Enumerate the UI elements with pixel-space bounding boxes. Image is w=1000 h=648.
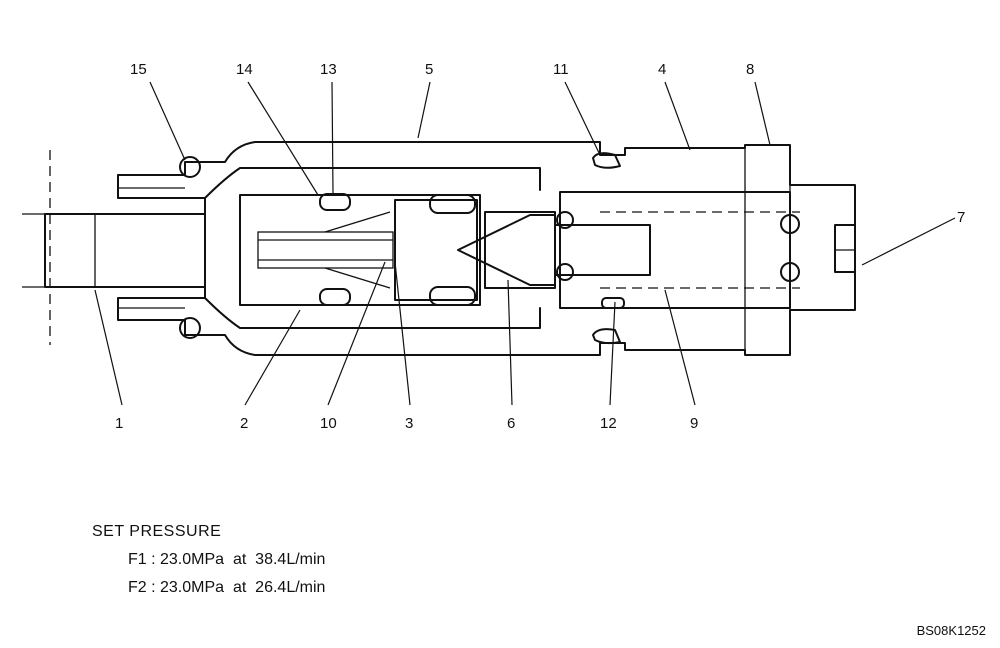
pressure-line-f2: F2 : 23.0MPa at 26.4L/min bbox=[128, 579, 326, 596]
poppet bbox=[457, 214, 556, 286]
callout-3: 3 bbox=[405, 415, 413, 432]
set-pressure-block: SET PRESSURE F1 : 23.0MPa at 38.4L/min F… bbox=[92, 518, 325, 602]
callout-5: 5 bbox=[425, 61, 433, 78]
callout-labels: 15 14 13 5 11 4 8 7 1 2 10 3 6 12 9 bbox=[115, 61, 965, 432]
callout-4: 4 bbox=[658, 61, 666, 78]
spring-chamber bbox=[554, 191, 800, 309]
pressure-line-f1: F1 : 23.0MPa at 38.4L/min bbox=[128, 551, 326, 568]
seals bbox=[179, 152, 800, 345]
centerline bbox=[22, 150, 51, 345]
callout-6: 6 bbox=[507, 415, 515, 432]
callout-12: 12 bbox=[600, 415, 617, 432]
callout-10: 10 bbox=[320, 415, 337, 432]
callout-13: 13 bbox=[320, 61, 337, 78]
inlet-sleeve bbox=[44, 213, 206, 288]
valve-body bbox=[117, 141, 856, 356]
callout-2: 2 bbox=[240, 415, 248, 432]
callout-1: 1 bbox=[115, 415, 123, 432]
set-pressure-title: SET PRESSURE bbox=[92, 523, 222, 540]
callout-14: 14 bbox=[236, 61, 253, 78]
drawing-id: BS08K1252 bbox=[916, 623, 986, 638]
callout-11: 11 bbox=[553, 61, 569, 78]
callout-8: 8 bbox=[746, 61, 754, 78]
callout-9: 9 bbox=[690, 415, 698, 432]
callout-15: 15 bbox=[130, 61, 147, 78]
leader-lines bbox=[94, 81, 956, 406]
callout-7: 7 bbox=[957, 209, 965, 226]
adjust-screw bbox=[834, 224, 856, 273]
